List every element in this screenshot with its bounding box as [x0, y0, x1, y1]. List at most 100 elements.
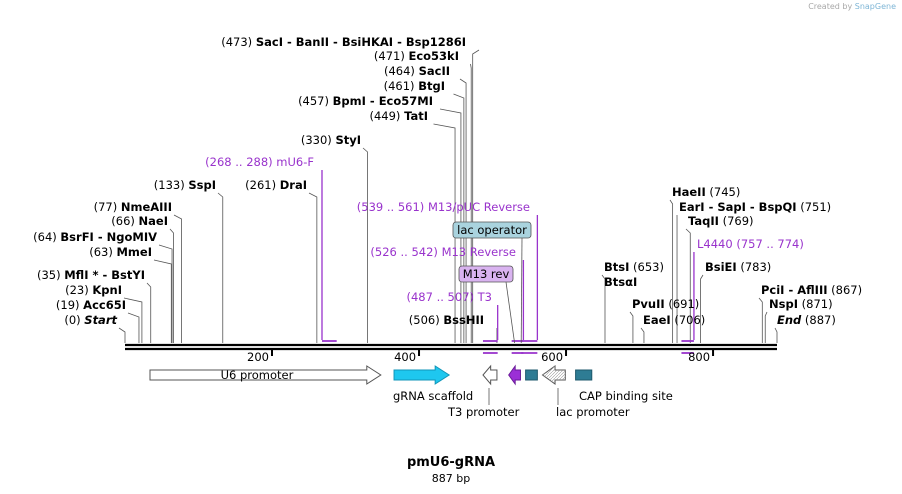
feature-label: gRNA scaffold — [393, 389, 473, 403]
site-name: BssHII — [443, 313, 484, 327]
site-pos_label: (64) — [33, 230, 60, 244]
site-tick-line — [362, 147, 368, 343]
site-pos_label: (745) — [706, 185, 741, 199]
site-name: BsrFI - NgoMIV — [60, 230, 157, 244]
site-label-sites_right-0: BtsI (653) — [604, 260, 664, 274]
site-pos_label: (751) — [797, 200, 832, 214]
site-label-sites_left-2: (23) KpnI — [65, 283, 122, 297]
site-pos_label: (473) — [221, 35, 256, 49]
feature-box-label — [452, 221, 532, 239]
primer-label-3: (487 .. 507) T3 — [407, 290, 493, 304]
primer-name: L4440 — [697, 237, 736, 251]
site-pos_label: (471) — [374, 49, 409, 63]
site-label-sites_left-6: (66) NaeI — [111, 214, 168, 228]
site-tick-line — [433, 123, 456, 343]
site-name: NspI — [769, 297, 798, 311]
site-name: NmeAIII — [121, 200, 172, 214]
site-name: MmeI — [116, 245, 152, 259]
site-label-sites_left-9: (261) DraI — [245, 178, 307, 192]
site-tick-line — [601, 274, 606, 343]
site-tick-line — [700, 274, 704, 343]
site-tick-line — [173, 214, 182, 343]
site-name: Start — [84, 313, 117, 327]
site-label-sites_right-2: PvuII (691) — [632, 297, 699, 311]
site-label-sites_right-3: EaeI (706) — [643, 313, 705, 327]
site-label-sites_left-4: (63) MmeI — [89, 245, 152, 259]
primer-label-1: (539 .. 561) M13/pUC Reverse — [357, 200, 530, 214]
site-pos_label: (464) — [384, 64, 419, 78]
site-name: BpmI - Eco57MI — [333, 94, 433, 108]
site-pos_label: (867) — [828, 283, 863, 297]
site-name: HaeII — [672, 185, 706, 199]
site-label-sites_center-2: (457) BpmI - Eco57MI — [298, 94, 433, 108]
site-name: NaeI — [139, 214, 168, 228]
feature-4 — [525, 369, 538, 381]
primer-label-2: (526 .. 542) M13 Reverse — [370, 245, 516, 259]
site-tick-line — [774, 327, 778, 343]
site-pos_label: (23) — [65, 283, 92, 297]
feature-6 — [575, 369, 593, 381]
ruler-label: 200 — [247, 350, 269, 364]
primer-range: (757 .. 774) — [736, 237, 804, 251]
site-pos_label: (871) — [798, 297, 833, 311]
primer-label-0: (268 .. 288) mU6-F — [205, 155, 314, 169]
site-label-sites_center-6: (473) SacI - BanII - BsiHKAI - Bsp1286I — [221, 35, 466, 49]
site-tick-line — [169, 228, 174, 343]
site-name: SspI — [188, 178, 216, 192]
feature-2 — [482, 364, 498, 386]
site-name: TatI — [404, 109, 428, 123]
site-pos_label: (461) — [384, 79, 419, 93]
feature-3 — [508, 364, 521, 386]
watermark-created-by: Created by — [808, 2, 853, 11]
site-pos_label: (63) — [89, 245, 116, 259]
feature-hatch — [542, 366, 566, 384]
primer-name: M13/pUC Reverse — [428, 200, 530, 214]
plasmid-length: 887 bp — [431, 472, 471, 485]
site-tick-line — [472, 49, 480, 343]
site-name: EarI - SapI - BspQI — [679, 200, 797, 214]
site-tick-line — [459, 78, 467, 343]
site-name: TaqII — [688, 214, 719, 228]
site-tick-line — [118, 327, 126, 343]
site-label-sites_right-8: PciI - AflIII (867) — [761, 283, 862, 297]
ruler-label: 400 — [394, 350, 416, 364]
site-pos_label: (706) — [671, 313, 706, 327]
site-pos_label: (0) — [64, 313, 84, 327]
site-pos_label: (330) — [301, 133, 336, 147]
primer-range: (487 .. 507) — [407, 290, 478, 304]
feature-0 — [149, 365, 382, 385]
site-name: SacI - BanII - BsiHKAI - Bsp1286I — [256, 35, 466, 49]
primer-name: mU6-F — [276, 155, 314, 169]
feature-box-text: M13 rev — [463, 267, 510, 281]
site-label-sites_left-7: (77) NmeAIII — [94, 200, 172, 214]
site-label-sites_center-4: (464) SacII — [384, 64, 450, 78]
primer-range: (526 .. 542) — [370, 245, 441, 259]
site-label-sites_left-3: (35) MflI * - BstYI — [37, 268, 145, 282]
site-tick-line — [629, 311, 634, 343]
site-label-sites_center-1: (449) TatI — [370, 109, 429, 123]
feature-box-line — [520, 237, 523, 344]
site-tick-line — [669, 199, 674, 343]
site-pos_label: (449) — [370, 109, 405, 123]
watermark-brand: SnapGene — [854, 2, 896, 11]
site-label-sites_left-0: (0) Start — [64, 313, 117, 327]
site-label-sites_center-5: (471) Eco53kI — [374, 49, 459, 63]
site-label-sites_right-7: BsiEI (783) — [705, 260, 771, 274]
site-name: End — [777, 313, 802, 327]
site-tick-line — [153, 259, 172, 343]
site-tick-line — [640, 327, 645, 343]
site-label-sites_left-5: (64) BsrFI - NgoMIV — [33, 230, 157, 244]
site-tick-line — [453, 93, 465, 343]
site-pos_label: (887) — [801, 313, 836, 327]
feature-box-text: lac operator — [457, 223, 527, 237]
site-label-sites_left-8: (133) SspI — [154, 178, 216, 192]
feature-box-label — [458, 265, 514, 283]
site-name: Acc65I — [83, 298, 126, 312]
site-tick-line — [123, 297, 143, 343]
feature-label: lac promoter — [556, 405, 630, 419]
site-tick-line — [158, 244, 173, 343]
site-pos_label: (691) — [665, 297, 700, 311]
snapgene-watermark: Created by SnapGene — [808, 2, 896, 11]
site-label-sites_left-1: (19) Acc65I — [56, 298, 126, 312]
site-label-sites_right-4: HaeII (745) — [672, 185, 740, 199]
